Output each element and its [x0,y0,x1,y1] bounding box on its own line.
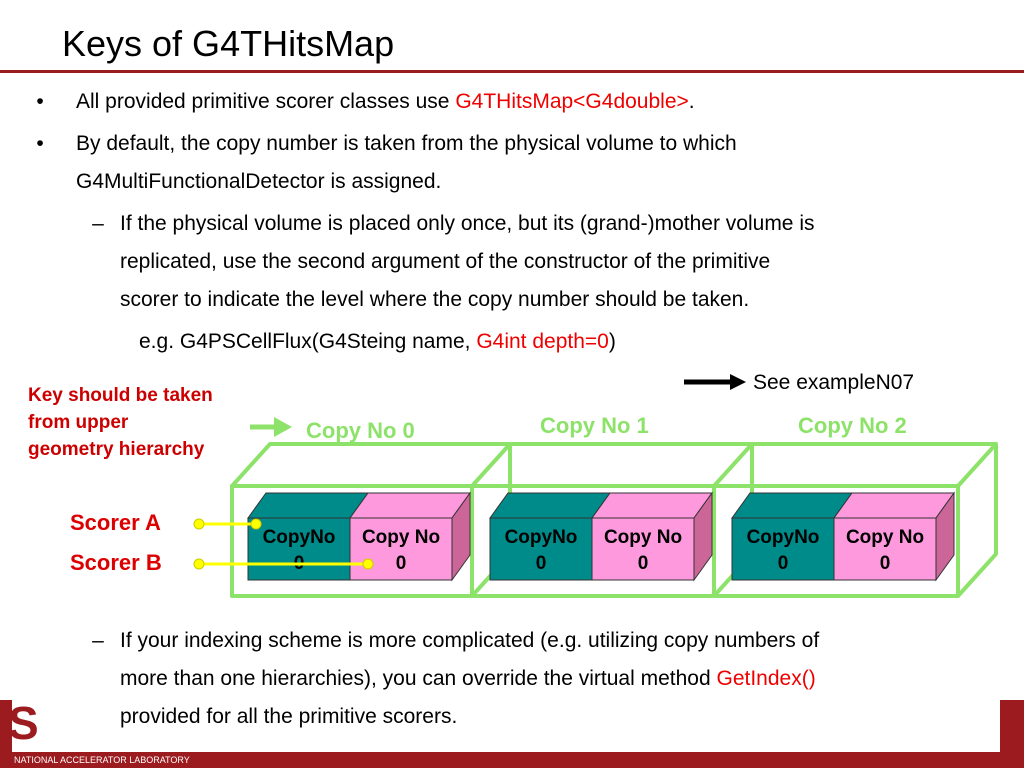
bullet-1-highlight: G4THitsMap<G4double> [455,90,689,113]
key-note: Key should be taken from upper geometry … [28,382,213,463]
bullet-marker: • [36,132,44,155]
logo: S [8,697,39,749]
green-arrow-icon [250,417,292,437]
cell-2-left-bottom: 0 [778,553,789,574]
cell-group-0: CopyNo 0 Copy No 0 [247,491,471,582]
example-prefix: e.g. G4PSCellFlux(G4Steing name, [139,330,477,353]
bullet-2-line-1: By default, the copy number is taken fro… [76,132,737,155]
cell-1-left-top: CopyNo [505,527,578,548]
sub-bullet-1-line-3: scorer to indicate the level where the c… [120,288,750,311]
scorer-a-connector [193,518,262,530]
cell-group-1: CopyNo 0 Copy No 0 [489,491,713,582]
example-line: e.g. G4PSCellFlux(G4Steing name, G4int d… [139,323,616,361]
key-note-line-2: from upper [28,412,129,433]
bullet-1: All provided primitive scorer classes us… [76,83,695,121]
example-highlight: G4int depth=0 [476,330,609,353]
sub-bullet-marker: – [92,629,104,652]
cell-2-right-top: Copy No [846,527,924,548]
footer-right-block [1000,700,1024,752]
cell-group-2: CopyNo 0 Copy No 0 [731,491,955,582]
sub-bullet-2-highlight: GetIndex() [716,667,816,690]
example-suffix: ) [608,330,616,353]
cell-0-right-top: Copy No [362,527,440,548]
sub-bullet-2-line-2: more than one hierarchies), you can over… [120,660,816,698]
bullet-2-line-2: G4MultiFunctionalDetector is assigned. [76,170,442,193]
sub-bullet-1-line-2: replicated, use the second argument of t… [120,250,771,273]
geometry-diagram: CopyNo 0 Copy No 0 CopyNo 0 Copy No 0 Co… [193,442,998,598]
scorer-a-label: Scorer A [70,510,161,535]
sub-bullet-2-line-1: If your indexing scheme is more complica… [120,629,820,652]
scorer-b-connector [193,558,374,570]
right-arrow-icon [684,374,746,390]
sub-bullet-marker: – [92,212,104,235]
mother-volume-2 [712,442,998,598]
logo-block [0,700,12,752]
lab-name: NATIONAL ACCELERATOR LABORATORY [14,755,190,765]
copy-label-1: Copy No 1 [540,413,649,438]
title-divider [0,70,1024,73]
cell-0-right-bottom: 0 [396,553,407,574]
key-note-line-1: Key should be taken [28,385,213,406]
sub-bullet-1-line-1: If the physical volume is placed only on… [120,212,815,235]
cell-1-right-top: Copy No [604,527,682,548]
sub-bullet-2-line-2-text: more than one hierarchies), you can over… [120,667,717,690]
cell-1-right-bottom: 0 [638,553,649,574]
bullet-marker: • [36,90,44,113]
scorer-b-label: Scorer B [70,550,162,575]
bullet-1-after: . [688,90,695,113]
footer-bar [0,752,1024,768]
bullet-1-text: All provided primitive scorer classes us… [76,90,456,113]
slide-title: Keys of G4THitsMap [62,23,395,64]
copy-label-0: Copy No 0 [306,418,415,443]
sub-bullet-2-line-3: provided for all the primitive scorers. [120,705,458,728]
key-note-line-3: geometry hierarchy [28,439,205,460]
cell-2-right-bottom: 0 [880,553,891,574]
cell-0-left-top: CopyNo [263,527,336,548]
cell-1-left-bottom: 0 [536,553,547,574]
see-example-text: See exampleN07 [753,371,915,394]
copy-label-2: Copy No 2 [798,413,907,438]
cell-2-left-top: CopyNo [747,527,820,548]
